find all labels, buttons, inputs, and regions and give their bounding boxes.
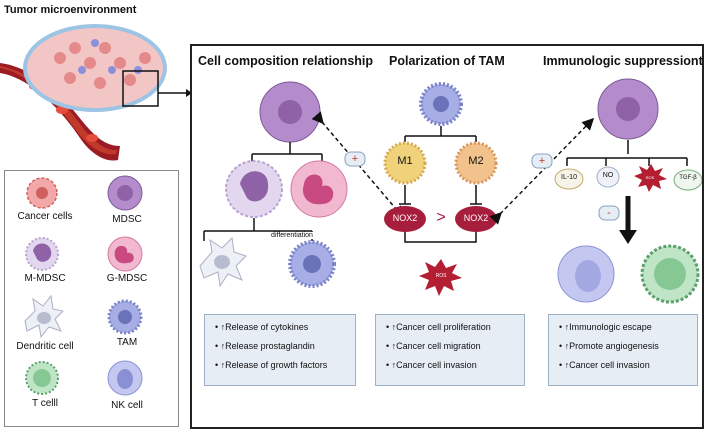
plus-left-box (344, 151, 366, 167)
nox2-left-label: NOX2 (392, 213, 418, 223)
ros-burst-center (419, 259, 462, 296)
suppression-tree (566, 140, 688, 166)
ros-label-center: ROS (435, 273, 447, 279)
tree-line-bottom (203, 218, 313, 241)
zoom-square (122, 70, 159, 107)
t-cell-icon (25, 361, 59, 395)
section-title-suppression: Immunologic suppressiont (543, 54, 703, 68)
immune-cells (78, 39, 142, 74)
mdsc-icon (107, 175, 143, 211)
tam-cell-polarization (419, 82, 463, 126)
legend-label-tam: TAM (116, 337, 138, 348)
legend-label-nk: NK cell (111, 400, 143, 411)
tumor-cells (54, 42, 151, 89)
nox2-right-label: NOX2 (463, 213, 489, 223)
legend-label-m-mdsc: M-MDSC (24, 273, 66, 284)
tgfb-pill (673, 169, 702, 191)
ros-burst-right (634, 164, 667, 192)
legend-label-mdsc: MDSC (112, 214, 142, 225)
suppression-effects-box: • ↑Immunologic escape • ↑Promote angioge… (548, 314, 698, 386)
legend-label-cancer: Cancer cells (17, 211, 73, 222)
m-mdsc-icon (25, 237, 59, 271)
m-mdsc-cell (225, 160, 283, 218)
polarization-tree (404, 126, 477, 142)
polarization-effect-2: • ↑Cancer cell migration (386, 341, 481, 351)
no-pill (596, 166, 620, 188)
composition-effect-3: • ↑Release of growth factors (215, 360, 328, 370)
main-diagram-panel: Cell composition relationship Polarizati… (190, 44, 704, 429)
m2-label: M2 (468, 155, 484, 167)
suppression-effect-3: • ↑Cancer cell invasion (559, 360, 650, 370)
legend-label-dendritic: Dendritic cell (16, 341, 74, 352)
suppression-effect-2: • ↑Promote angiogenesis (559, 341, 659, 351)
nk-cell-large (557, 245, 615, 303)
tgfb-label: TGF-β (679, 175, 697, 181)
polarization-effect-3: • ↑Cancer cell invasion (386, 360, 477, 370)
tam-cell-composition (288, 240, 336, 288)
greater-than-sign: > (436, 209, 446, 226)
differentiation-label: differentiation (262, 232, 322, 239)
minus-sign: - (607, 207, 611, 219)
il10-label: IL-10 (561, 174, 577, 181)
plus-right: + (538, 155, 546, 167)
nox2-right (455, 206, 497, 232)
mdsc-cell-large (259, 81, 321, 143)
legend-icons (24, 175, 143, 396)
mdsc-cell-right (597, 78, 659, 140)
il10-pill (554, 168, 584, 190)
tumor-mass (23, 24, 167, 112)
m1-cell (383, 141, 427, 185)
dendritic-cell-icon (24, 294, 65, 339)
section-title-composition: Cell composition relationship (198, 54, 374, 68)
legend-label-g-mdsc: G-MDSC (106, 273, 148, 284)
legend-panel: Cancer cells MDSC M-MDSC G-MDSC Dendriti… (4, 170, 179, 427)
nox-connector (404, 232, 477, 243)
composition-effect-2: • ↑Release prostaglandin (215, 341, 315, 351)
dendritic-cell (199, 236, 247, 288)
no-label: NO (602, 172, 614, 179)
nk-cell-icon (107, 360, 143, 396)
diagram-graphics (199, 78, 702, 304)
ros-label-right: ROS (645, 175, 655, 180)
plus-right-box (531, 153, 553, 169)
tam-icon (107, 299, 143, 335)
t-cell-large (640, 244, 700, 304)
composition-effects-box: • ↑Release of cytokines • ↑Release prost… (204, 314, 356, 386)
m2-inhibit (470, 185, 482, 205)
suppression-effect-1: • ↑Immunologic escape (559, 322, 652, 332)
g-mdsc-cell (290, 160, 348, 218)
m1-inhibit (399, 185, 411, 205)
suppression-arrow-head (619, 230, 637, 244)
polarization-effect-1: • ↑Cancer cell proliferation (386, 322, 491, 332)
red-blood-cell (86, 134, 98, 142)
cancer-cell-icon (26, 177, 58, 209)
tumor-microenvironment-title: Tumor microenvironment (4, 4, 137, 16)
g-mdsc-icon (107, 236, 143, 272)
nox2-left (384, 206, 426, 232)
legend-label-t-cell: T celll (32, 398, 58, 409)
section-title-polarization: Polarization of TAM (389, 54, 505, 68)
m1-label: M1 (397, 155, 413, 167)
polarization-effects-box: • ↑Cancer cell proliferation • ↑Cancer c… (375, 314, 525, 386)
tree-line-top (251, 142, 323, 164)
zoom-arrow-head (186, 89, 190, 97)
composition-effect-1: • ↑Release of cytokines (215, 322, 309, 332)
tumor-illustration (0, 24, 190, 161)
plus-left: + (351, 153, 359, 165)
minus-box (598, 205, 620, 221)
